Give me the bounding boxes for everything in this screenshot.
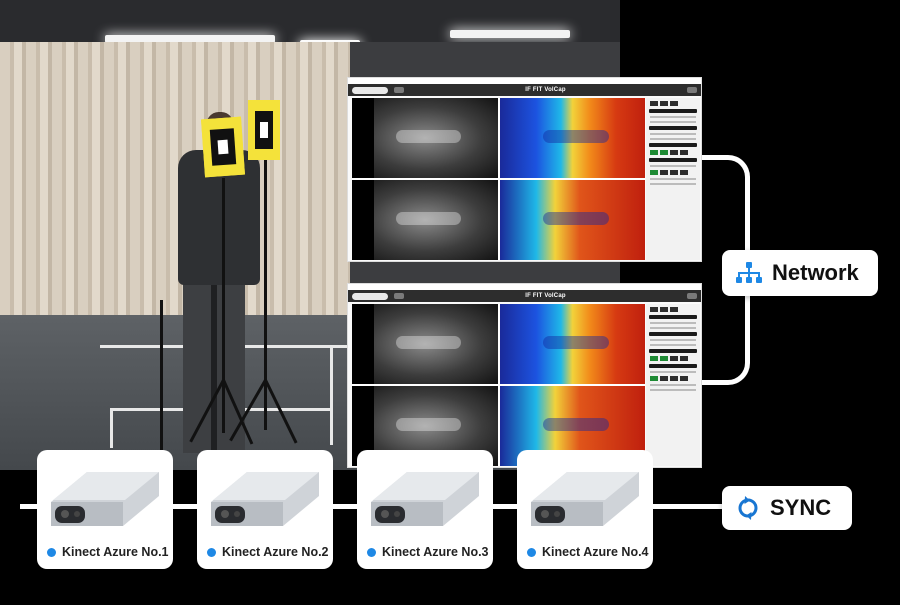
toolbar-button[interactable] bbox=[687, 293, 697, 299]
device-label: Kinect Azure No.2 bbox=[222, 545, 329, 559]
device-label: Kinect Azure No.4 bbox=[542, 545, 649, 559]
kinect-camera-icon bbox=[51, 472, 159, 526]
person-legs bbox=[183, 283, 245, 453]
depth-view bbox=[499, 304, 645, 384]
device-label: Kinect Azure No.3 bbox=[382, 545, 489, 559]
kinect-camera-icon bbox=[371, 472, 479, 526]
sync-icon bbox=[736, 496, 760, 520]
sync-label: SYNC bbox=[770, 495, 832, 520]
camera-stand bbox=[160, 300, 163, 460]
settings-panel bbox=[646, 98, 700, 260]
curtain bbox=[0, 42, 350, 332]
network-icon bbox=[736, 262, 762, 284]
settings-panel bbox=[646, 304, 700, 466]
floor-tape bbox=[330, 345, 333, 445]
sync-badge: SYNC bbox=[722, 486, 852, 530]
app-toolbar: IF FIT VolCap bbox=[348, 290, 701, 302]
camera-views bbox=[352, 98, 645, 260]
marker-pole bbox=[264, 160, 267, 430]
floor-tape bbox=[110, 408, 113, 448]
status-dot bbox=[207, 547, 216, 557]
ceiling-light bbox=[105, 35, 275, 43]
kinect-camera-icon bbox=[211, 472, 319, 526]
app-title: IF FIT VolCap bbox=[525, 293, 566, 299]
status-dot bbox=[367, 547, 376, 557]
toolbar-button[interactable] bbox=[394, 293, 404, 299]
color-view bbox=[352, 98, 498, 178]
ceiling-light bbox=[450, 30, 570, 38]
kinect-camera-icon bbox=[531, 472, 639, 526]
status-dot bbox=[47, 547, 56, 557]
camera-views bbox=[352, 304, 645, 466]
depth-view bbox=[499, 98, 645, 178]
status-dot bbox=[527, 547, 536, 557]
window-title-bar bbox=[348, 78, 701, 84]
network-label: Network bbox=[772, 260, 859, 285]
calibration-marker bbox=[201, 116, 245, 178]
capture-software-window: IF FIT VolCap bbox=[347, 77, 702, 262]
color-view bbox=[352, 180, 498, 260]
capture-software-window: IF FIT VolCap bbox=[347, 283, 702, 468]
kinect-device-card: Kinect Azure No.4 bbox=[517, 450, 653, 569]
marker-pole bbox=[222, 178, 225, 433]
toolbar-button[interactable] bbox=[687, 87, 697, 93]
kinect-device-card: Kinect Azure No.2 bbox=[197, 450, 333, 569]
kinect-device-card: Kinect Azure No.3 bbox=[357, 450, 493, 569]
kinect-device-card: Kinect Azure No.1 bbox=[37, 450, 173, 569]
toolbar-button[interactable] bbox=[352, 292, 388, 300]
network-badge: Network bbox=[722, 250, 878, 296]
app-toolbar: IF FIT VolCap bbox=[348, 84, 701, 96]
window-title-bar bbox=[348, 284, 701, 290]
app-title: IF FIT VolCap bbox=[525, 87, 566, 93]
toolbar-button[interactable] bbox=[352, 86, 388, 94]
calibration-marker bbox=[248, 100, 280, 160]
depth-view bbox=[499, 180, 645, 260]
toolbar-button[interactable] bbox=[394, 87, 404, 93]
color-view bbox=[352, 304, 498, 384]
device-label: Kinect Azure No.1 bbox=[62, 545, 169, 559]
